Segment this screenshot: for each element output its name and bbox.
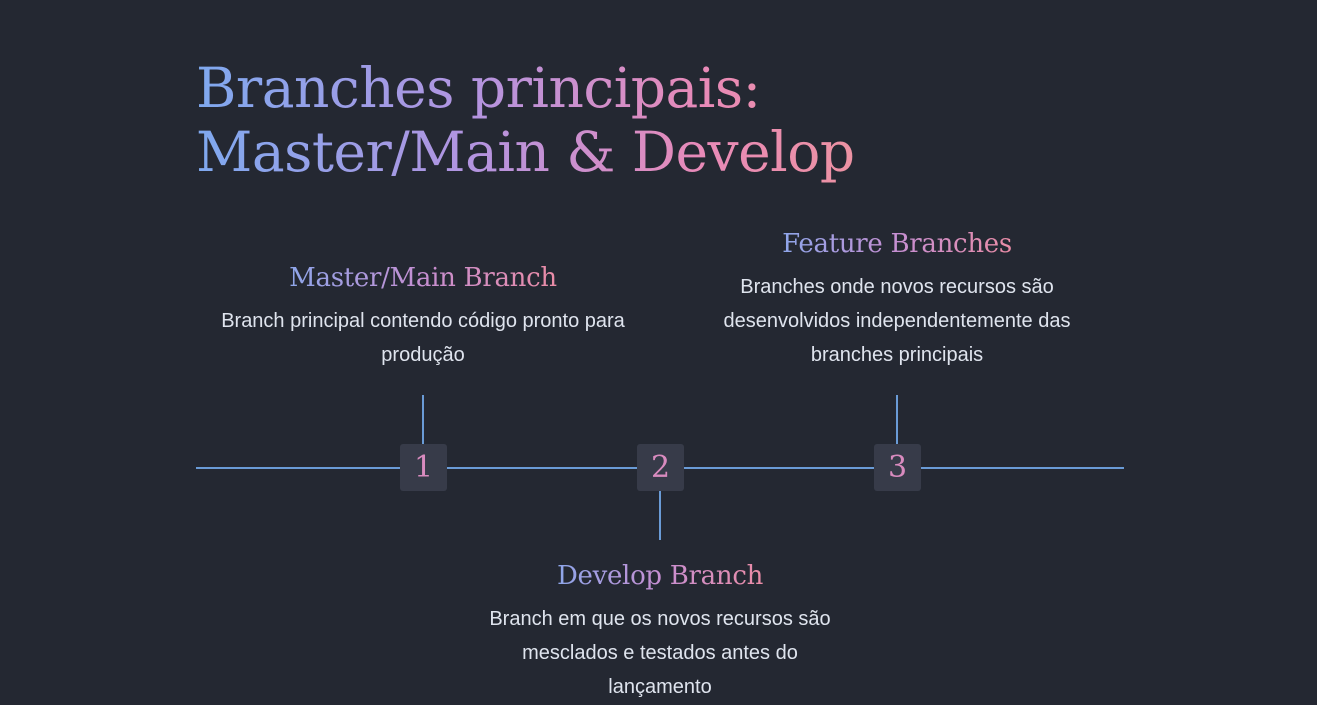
connector-1 bbox=[422, 395, 424, 444]
timeline-item-2: Develop Branch Branch em que os novos re… bbox=[450, 560, 870, 704]
timeline-item-heading: Develop Branch bbox=[556, 561, 764, 591]
timeline-item-description: Branches onde novos recursos são desenvo… bbox=[723, 276, 1071, 366]
connector-2 bbox=[659, 491, 661, 540]
timeline-item-1: Master/Main Branch Branch principal cont… bbox=[213, 262, 633, 372]
timeline-item-heading: Feature Branches bbox=[782, 229, 1012, 259]
timeline-marker-2: 2 bbox=[637, 444, 684, 491]
connector-3 bbox=[896, 395, 898, 444]
timeline-marker-1: 1 bbox=[400, 444, 447, 491]
timeline-item-description: Branch em que os novos recursos são mesc… bbox=[489, 608, 831, 698]
timeline-item-3: Feature Branches Branches onde novos rec… bbox=[712, 228, 1082, 372]
timeline-marker-3: 3 bbox=[874, 444, 921, 491]
timeline-item-description: Branch principal contendo código pronto … bbox=[221, 310, 625, 366]
page-title: Branches principais: Master/Main & Devel… bbox=[196, 56, 1116, 184]
timeline-item-heading: Master/Main Branch bbox=[289, 263, 557, 293]
